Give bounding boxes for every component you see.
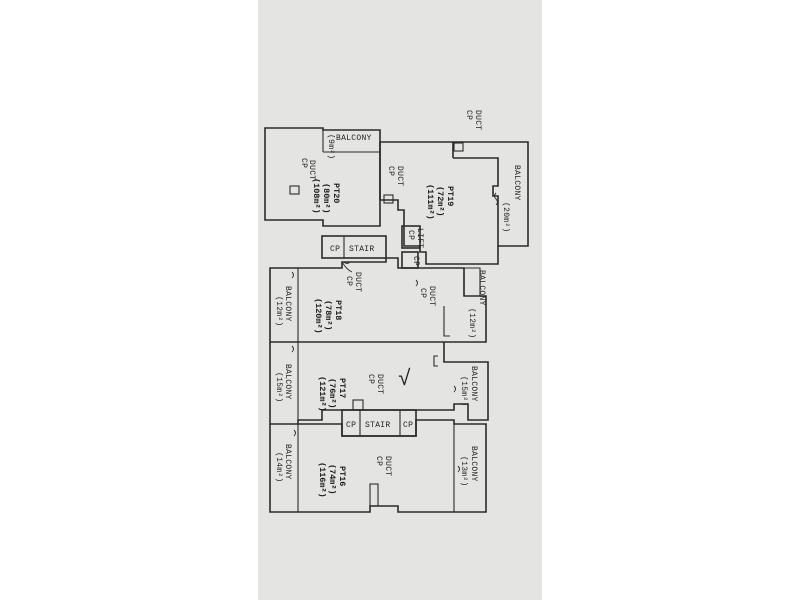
stair-label: STAIR: [365, 421, 391, 430]
cp-label: CP: [386, 166, 395, 176]
duct-label: DUCT: [353, 272, 362, 292]
unit-area: (120m²): [313, 298, 323, 334]
lift-cp: CP: [406, 230, 415, 240]
cp-label: CP: [418, 288, 427, 298]
balcony-label: BALCONY: [469, 446, 478, 482]
duct-label: DUCT: [375, 374, 384, 394]
unit-lot: (72m²): [435, 186, 445, 217]
balcony-area: (14m²): [274, 452, 283, 483]
balcony-label: BALCONY: [477, 270, 486, 306]
lift-box: [401, 225, 421, 249]
unit-id: PT18: [333, 300, 343, 320]
cp-label: CP: [299, 158, 308, 168]
stair-cp: CP: [403, 421, 413, 430]
unit-id: PT20: [331, 183, 341, 203]
unit-area: (121m²): [317, 376, 327, 412]
core-lower: CP STAIR CP: [341, 409, 417, 437]
duct-box: [352, 399, 364, 411]
duct-label: DUCT: [383, 456, 392, 476]
unit-pt17: BALCONY (15m²) BALCONY (15m²) DUCT CP PT…: [269, 342, 489, 425]
unit-area: (116m²): [317, 462, 327, 498]
unit-id: PT19: [445, 186, 455, 206]
lobby-cp: CP: [411, 256, 420, 266]
balcony-area: (13m²): [459, 456, 468, 487]
unit-area: (108m²): [311, 178, 321, 214]
unit-id: PT16: [337, 466, 347, 486]
balcony-area: (12m²): [467, 308, 476, 339]
duct-label: DUCT: [427, 286, 436, 306]
balcony-label: BALCONY: [336, 134, 372, 143]
balcony-label: BALCONY: [512, 165, 521, 201]
cp-label: CP: [344, 276, 353, 286]
duct-box: [453, 142, 464, 152]
balcony-label: BALCONY: [283, 444, 292, 480]
unit-pt18: BALCONY (12m²) BALCONY (12m²) DUCT CP DU…: [269, 257, 487, 343]
balcony-area: (15m²): [274, 372, 283, 403]
unit-lot: (80m²): [321, 183, 331, 214]
unit-lot: (76m²): [327, 378, 337, 409]
paper-sheet: [258, 0, 542, 600]
cp-label: CP: [366, 374, 375, 384]
unit-pt16: BALCONY (14m²) BALCONY (13m²) DUCT CP PT…: [269, 419, 487, 513]
check-mark: √: [398, 367, 412, 392]
duct-box: [369, 483, 379, 507]
unit-area: (111m²): [425, 184, 435, 220]
stair-box: [321, 235, 387, 259]
balcony-label: BALCONY: [469, 366, 478, 402]
balcony-label: BALCONY: [283, 286, 292, 322]
balcony-area: (15m²): [459, 376, 468, 407]
balcony-area: (9m²): [326, 134, 335, 160]
unit-lot: (78m²): [323, 300, 333, 331]
duct-box: [289, 185, 300, 195]
stair-cp: CP: [346, 421, 356, 430]
cp-label: CP: [464, 110, 473, 120]
unit-pt19: DUCT CP DUCT CP PT19 (72m²) (111m²) BALC…: [379, 110, 529, 265]
unit-lot: (74m²): [327, 464, 337, 495]
duct-label: DUCT: [307, 160, 316, 180]
cp-label: CP: [374, 456, 383, 466]
balcony-area: (12m²): [274, 296, 283, 327]
floor-plan: BALCONY (9m²) DUCT CP PT20 (80m²) (108m²…: [264, 110, 529, 513]
duct-box: [383, 194, 394, 204]
stair-label: STAIR: [349, 245, 375, 254]
balcony-area: (20m²): [501, 202, 510, 233]
balcony-label: BALCONY: [283, 364, 292, 400]
duct-label: DUCT: [395, 166, 404, 186]
unit-pt20: BALCONY (9m²) DUCT CP PT20 (80m²) (108m²…: [264, 127, 381, 227]
unit-id: PT17: [337, 378, 347, 398]
stair-cp: CP: [330, 245, 340, 254]
lift-label: LIFT: [415, 228, 424, 248]
duct-label: DUCT: [473, 110, 482, 130]
